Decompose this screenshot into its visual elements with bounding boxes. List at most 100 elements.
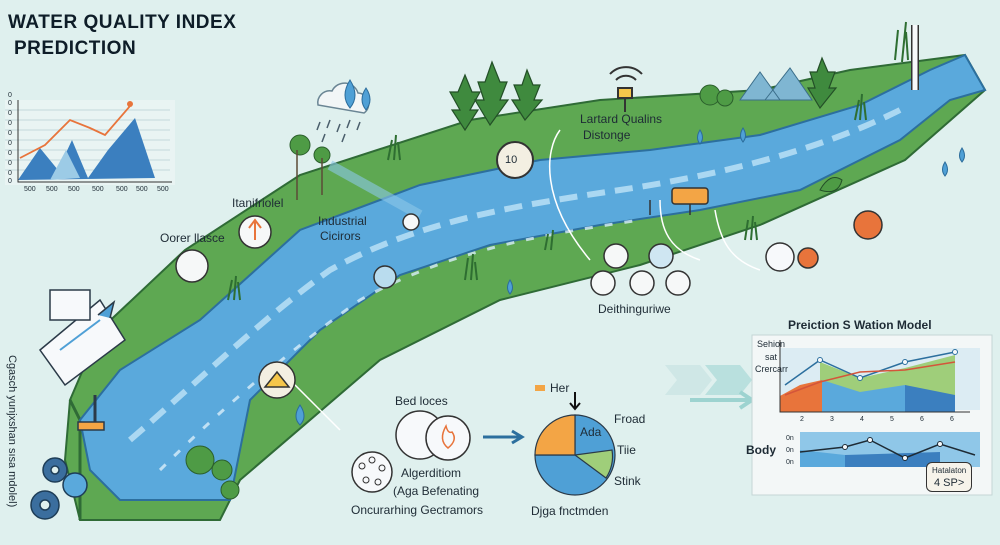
- label-distonge: Distonge: [583, 128, 631, 142]
- raindrop-icon: [361, 87, 371, 111]
- label-deithinguriwe: Deithinguriwe: [598, 302, 671, 316]
- bush-group: [185, 84, 734, 500]
- icon-row: [590, 243, 691, 296]
- label-industrial: Industrial: [318, 214, 367, 228]
- network-circle: [351, 451, 393, 493]
- sensor-wires: [649, 200, 691, 215]
- sensor-icon: [609, 66, 643, 112]
- label-oncurarhing: Oncurarhing Gectramors: [351, 503, 484, 517]
- left-chart-grid: [5, 109, 170, 171]
- prediction-badge: Hatalaton 4 SP>: [926, 462, 973, 492]
- bush: [211, 459, 233, 481]
- label-oorer-llasce: Oorer llasce: [160, 231, 225, 245]
- y-tick: 0: [8, 170, 12, 177]
- x-tick: 500: [136, 186, 148, 193]
- pie-slice-green: [573, 449, 614, 479]
- tree: [806, 56, 838, 110]
- y-tick: 0: [8, 92, 12, 99]
- label-froad: Froad: [614, 412, 646, 426]
- prediction-area-orange: [780, 380, 822, 412]
- y-tick: 0: [8, 140, 12, 147]
- label-itanifriolel: Itanifriolel: [232, 196, 284, 210]
- y-tick: 0: [8, 160, 12, 167]
- prediction-x-tick: 6: [920, 416, 924, 423]
- legend-swatch-her: [535, 385, 545, 391]
- vertical-caption: Cgasch yunjxshan sısa mdolel): [6, 355, 18, 508]
- rain-lines: [316, 119, 361, 143]
- gear-icons: [30, 457, 88, 520]
- pollutant-icons: [765, 210, 883, 272]
- body-tick: 0n: [786, 447, 794, 454]
- left-chart-area-light: [50, 150, 80, 180]
- label-her: Her: [550, 381, 570, 395]
- body-area-right: [845, 452, 940, 467]
- x-tick: 500: [46, 186, 58, 193]
- grass-tufts: [227, 21, 909, 301]
- prediction-points: [817, 349, 958, 381]
- connector-arrows: [289, 129, 761, 431]
- body-label: Body: [746, 443, 776, 457]
- mountains: [739, 67, 813, 101]
- prediction-x-tick: 4: [860, 416, 864, 423]
- mini-board: [49, 289, 91, 321]
- pie-chart: [534, 414, 616, 496]
- body-tick: 0n: [786, 459, 794, 466]
- prediction-side-label: Crercarr: [755, 364, 788, 374]
- tree-group-top: [448, 56, 838, 132]
- y-tick: 0: [8, 178, 12, 185]
- small-tree: [296, 150, 323, 200]
- prediction-x-tick: 2: [800, 416, 804, 423]
- leaf-icon: [819, 177, 843, 193]
- river-highlight: [128, 107, 902, 443]
- y-tick: 0: [8, 100, 12, 107]
- prediction-side-label: sat: [765, 352, 778, 362]
- x-tick: 500: [157, 186, 169, 193]
- body-area: [800, 450, 845, 467]
- x-tick: 500: [24, 186, 36, 193]
- prediction-side-label: Sehion: [757, 339, 786, 349]
- prediction-x-tick: 3: [830, 416, 834, 423]
- prediction-area-blue: [822, 380, 905, 412]
- label-aga-befenating: (Aga Befenating: [393, 484, 480, 498]
- left-chart-point: [127, 101, 133, 107]
- x-tick: 500: [116, 186, 128, 193]
- prediction-area-blue-right: [905, 385, 955, 412]
- badge-line-2: 4 SP>: [933, 477, 965, 489]
- down-arrow-icon: [569, 392, 581, 411]
- flow-arrow-mid: [483, 429, 525, 445]
- river: [78, 53, 987, 501]
- label-djga: Djga fnctmden: [531, 504, 609, 518]
- river-highlight-2: [158, 218, 641, 472]
- tree: [510, 68, 544, 122]
- raindrop-icon: [344, 79, 356, 109]
- y-tick: 0: [8, 150, 12, 157]
- body-points: [842, 437, 943, 461]
- y-tick: 0: [8, 120, 12, 127]
- sensor-device: [671, 187, 709, 205]
- prediction-axis: [779, 340, 970, 413]
- bush: [185, 445, 215, 475]
- cloud-icon: [317, 82, 370, 114]
- flame-icon: [441, 424, 455, 449]
- body-tick: 0n: [786, 435, 794, 442]
- flow-chevron: [665, 365, 712, 395]
- label-ada: Ada: [580, 425, 602, 439]
- pie-slice-orange: [534, 414, 576, 456]
- badge-line-1: Hatalaton: [932, 466, 967, 475]
- label-lartard: Lartard Qualins: [580, 112, 663, 126]
- label-cicirors: Cicirors: [320, 229, 361, 243]
- body-line: [799, 439, 976, 459]
- up-arrow-icon: [248, 218, 262, 240]
- left-chart-line: [19, 105, 131, 159]
- bed-circle-2: [425, 415, 471, 461]
- label-stink: Stink: [614, 474, 641, 488]
- label-algerditiom: Algerditiom: [401, 466, 462, 480]
- side-stream: [327, 160, 423, 220]
- network-icon: [358, 456, 386, 486]
- tree: [448, 73, 482, 132]
- left-chart-axis: [17, 100, 172, 183]
- label-tiie: Tiie: [617, 443, 636, 457]
- x-tick: 500: [92, 186, 104, 193]
- x-tick: 500: [68, 186, 80, 193]
